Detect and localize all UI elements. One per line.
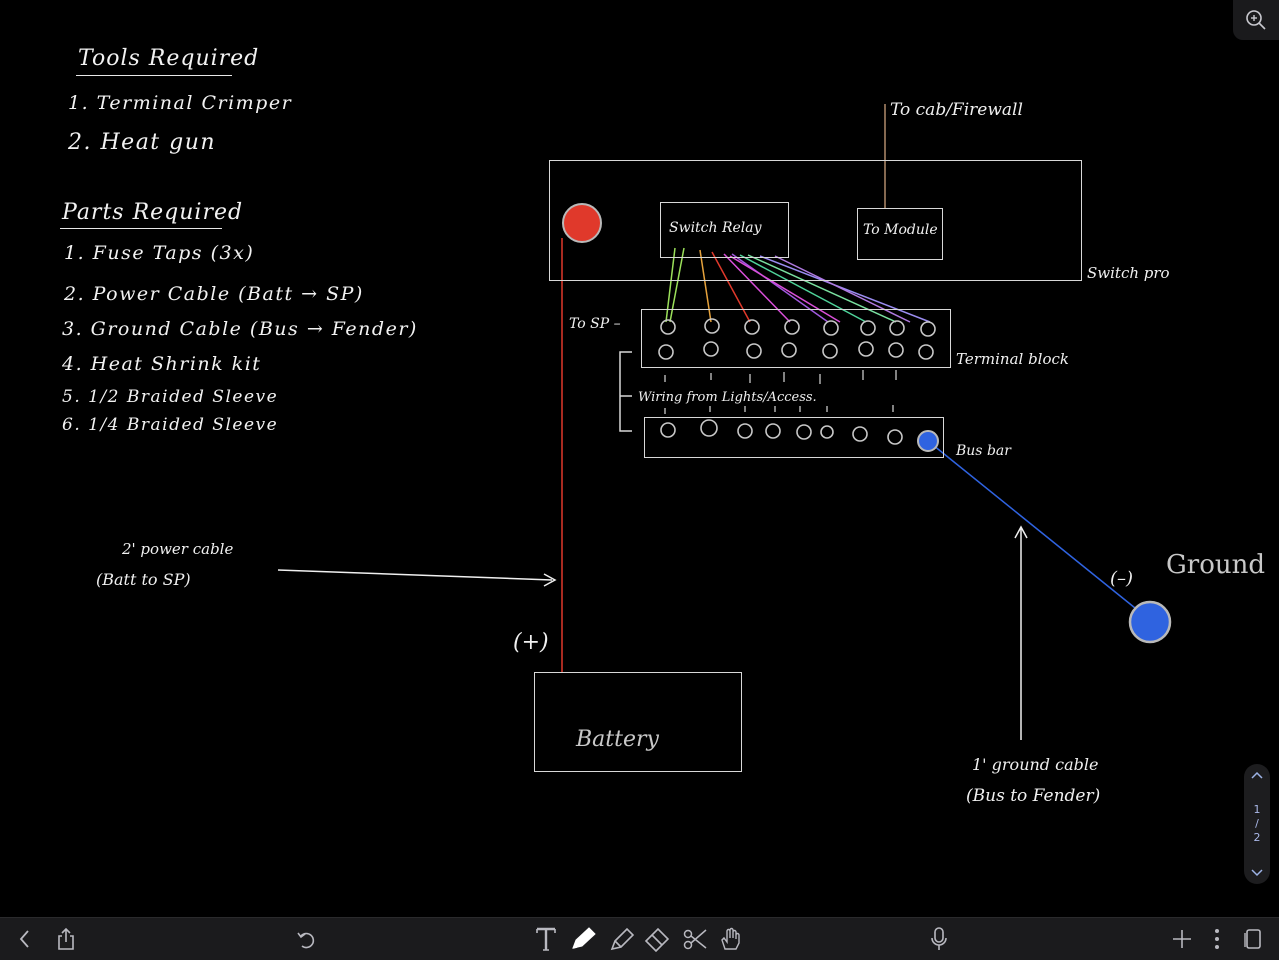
terminal-block-studs — [658, 318, 936, 360]
ground-point-icon — [1128, 600, 1172, 644]
part-item: 1. Fuse Taps (3x) — [64, 242, 255, 264]
part-item: 6. 1/4 Braided Sleeve — [62, 415, 279, 435]
page-indicator: 1 / 2 — [1254, 803, 1261, 845]
to-sp-label: To SP – — [569, 316, 621, 332]
battery-box — [534, 672, 742, 772]
text-tool-icon — [536, 927, 556, 951]
power-cable-sublabel: (Batt to SP) — [96, 570, 191, 589]
switch-relay-label: Switch Relay — [669, 220, 762, 236]
tools-title: Tools Required — [78, 46, 260, 71]
lasso-button[interactable] — [678, 918, 712, 960]
record-audio-button[interactable] — [922, 918, 956, 960]
terminal-block-label: Terminal block — [956, 350, 1069, 368]
to-cab-label: To cab/Firewall — [890, 100, 1023, 120]
wire-ticks — [664, 370, 897, 414]
wiring-bracket — [619, 351, 632, 432]
ground-label: Ground — [1166, 550, 1265, 580]
to-module-label: To Module — [863, 222, 938, 238]
more-button[interactable] — [1200, 918, 1234, 960]
parts-title-underline — [60, 228, 222, 229]
page-down-icon[interactable] — [1250, 868, 1264, 878]
bus-bar-label: Bus bar — [956, 443, 1011, 459]
current-page: 1 — [1253, 803, 1261, 816]
to-module-box — [857, 208, 943, 260]
bottom-toolbar — [0, 917, 1279, 960]
share-button[interactable] — [49, 918, 83, 960]
parts-title: Parts Required — [62, 200, 244, 225]
page-separator: / — [1255, 817, 1259, 830]
bus-ground-terminal-icon — [917, 430, 939, 452]
positive-label: (+) — [513, 630, 549, 655]
highlighter-button[interactable] — [604, 918, 638, 960]
page-up-icon[interactable] — [1250, 770, 1264, 780]
page-view-icon — [1244, 929, 1261, 949]
page-navigator: 1 / 2 — [1244, 764, 1270, 884]
power-terminal-icon — [562, 203, 602, 243]
negative-label: (–) — [1110, 568, 1134, 589]
eraser-icon — [644, 927, 670, 952]
wiring-from-label: Wiring from Lights/Access. — [638, 390, 817, 405]
add-button[interactable] — [1165, 918, 1199, 960]
relay-wires — [665, 247, 931, 323]
page-view-button[interactable] — [1236, 918, 1270, 960]
total-pages: 2 — [1253, 831, 1261, 844]
back-button[interactable] — [8, 918, 42, 960]
zoom-in-icon — [1246, 10, 1266, 30]
add-icon — [1173, 930, 1191, 948]
power-cable-label: 2' power cable — [122, 540, 234, 558]
lasso-icon — [683, 929, 707, 950]
part-item: 2. Power Cable (Batt → SP) — [64, 283, 364, 305]
shape-hand-icon — [721, 927, 740, 950]
microphone-icon — [931, 927, 947, 950]
undo-button[interactable] — [289, 918, 323, 960]
switch-pro-box — [549, 160, 1082, 281]
pen-tool-button[interactable] — [566, 918, 600, 960]
share-icon — [58, 927, 74, 950]
pen-tool-icon — [572, 927, 596, 949]
switch-pro-label: Switch pro — [1087, 264, 1170, 282]
note-canvas[interactable]: Tools Required 1. Terminal Crimper 2. He… — [0, 0, 1279, 917]
wiring-diagram — [277, 104, 1172, 740]
zoom-button[interactable] — [1233, 0, 1279, 40]
tools-title-underline — [76, 75, 232, 76]
more-icon — [1215, 929, 1219, 949]
part-item: 5. 1/2 Braided Sleeve — [62, 387, 279, 407]
text-tool-button[interactable] — [529, 918, 563, 960]
highlighter-icon — [610, 927, 635, 951]
shape-tool-button[interactable] — [714, 918, 748, 960]
tool-item: 1. Terminal Crimper — [68, 92, 293, 114]
terminal-block-box — [641, 309, 951, 368]
power-cable-arrow — [277, 569, 553, 581]
part-item: 4. Heat Shrink kit — [62, 353, 262, 375]
ground-wire — [927, 440, 1141, 613]
part-item: 3. Ground Cable (Bus → Fender) — [62, 318, 418, 340]
tool-item: 2. Heat gun — [68, 130, 217, 155]
bus-bar-box — [644, 417, 944, 458]
eraser-button[interactable] — [640, 918, 674, 960]
ground-cable-label: 1' ground cable — [972, 755, 1099, 774]
chevron-left-icon — [19, 930, 29, 948]
undo-icon — [297, 932, 315, 949]
switch-relay-box — [660, 202, 789, 258]
ground-cable-sublabel: (Bus to Fender) — [966, 786, 1101, 806]
battery-label: Battery — [576, 727, 659, 752]
bus-bar-studs — [660, 419, 903, 445]
